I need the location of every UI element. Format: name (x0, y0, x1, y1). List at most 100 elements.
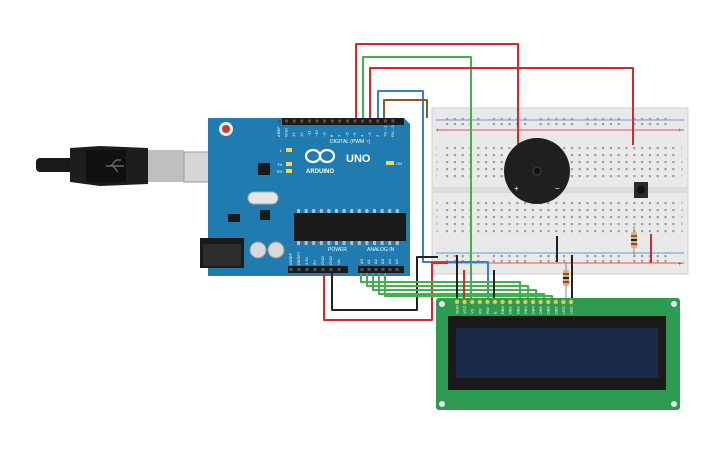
usb-icon (106, 159, 124, 173)
digital-pin-socket[interactable] (285, 119, 289, 123)
analog-pin-socket[interactable] (381, 268, 385, 271)
digital-pin-label: 13 (291, 132, 296, 137)
lcd-pin[interactable] (454, 299, 460, 305)
digital-pin-socket[interactable] (307, 119, 311, 123)
power-pin-socket[interactable] (321, 268, 325, 271)
digital-pin-socket[interactable] (383, 119, 387, 123)
power-pin-label: 3.3V (304, 256, 309, 265)
row-letter: a (436, 228, 439, 233)
digital-pin-socket[interactable] (376, 119, 380, 123)
digital-pin-label: ~5 (352, 132, 357, 137)
power-pin-socket[interactable] (337, 268, 341, 271)
buzzer-plus-label: + (514, 184, 519, 193)
row-letter: i (681, 152, 682, 157)
capacitor-2 (267, 241, 285, 259)
row-letter: g (436, 166, 438, 171)
row-letter: d (681, 207, 683, 212)
analog-pin-socket[interactable] (374, 268, 378, 271)
row-letter: f (436, 173, 438, 178)
usb-cable (36, 146, 231, 186)
lcd-pin-label: DB4 (531, 305, 536, 314)
lcd-pin-label: DB0 (500, 305, 505, 314)
row-letter: d (436, 207, 438, 212)
resistor-1 (631, 226, 637, 256)
wire-black-power (331, 256, 438, 311)
lcd-pin[interactable] (492, 299, 498, 305)
lcd-pin[interactable] (500, 299, 505, 305)
analog-pin-socket[interactable] (388, 268, 392, 271)
digital-pin-socket[interactable] (353, 119, 357, 123)
row-letter: b (681, 221, 684, 226)
lcd-pin[interactable] (485, 299, 490, 305)
analog-pin-socket[interactable] (367, 268, 371, 271)
lcd-pin[interactable] (553, 299, 558, 305)
digital-pin-socket[interactable] (323, 119, 327, 123)
wire-red-power (323, 262, 448, 321)
digital-pin-socket[interactable] (391, 119, 395, 123)
lcd-pin[interactable] (538, 299, 543, 305)
power-pin-socket[interactable] (297, 268, 301, 271)
lcd-pin[interactable] (546, 299, 551, 305)
power-pin-socket[interactable] (289, 268, 293, 271)
digital-pin-label: 12 (299, 132, 304, 137)
lcd-pin-label: DB7 (553, 305, 558, 314)
power-header-strip (288, 266, 348, 273)
lcd-pin[interactable] (515, 299, 520, 305)
lcd-pin-label: RS (477, 308, 482, 314)
digital-pin-socket[interactable] (277, 119, 281, 123)
power-pin-label: Vin (336, 259, 341, 265)
row-letter: j (680, 145, 682, 150)
digital-pin-socket[interactable] (315, 119, 319, 123)
power-pin-socket[interactable] (329, 268, 333, 271)
digital-pin-socket[interactable] (368, 119, 372, 123)
rail-plus-top-left: + (436, 128, 440, 134)
lcd-pin[interactable] (508, 299, 513, 305)
lcd-pin-label: LED (569, 306, 574, 314)
led-tx-label: TX (277, 162, 282, 167)
lcd-pin-label: DB5 (538, 305, 543, 314)
lcd-pin[interactable] (530, 299, 536, 305)
lcd-pin-label: E (493, 311, 498, 314)
lcd-pin[interactable] (523, 299, 528, 305)
small-chip (260, 210, 270, 220)
led-l-label: L (280, 148, 283, 153)
capacitor-1 (249, 241, 267, 259)
row-letter: c (681, 214, 683, 219)
lcd-pin[interactable] (477, 299, 482, 305)
row-letter: f (681, 173, 683, 178)
push-button[interactable] (634, 182, 648, 198)
power-pin-socket[interactable] (305, 268, 309, 271)
lcd-pin[interactable] (462, 299, 467, 305)
lcd-pin[interactable] (568, 299, 574, 305)
power-pin-label: RESET (296, 251, 301, 265)
digital-pin-socket[interactable] (361, 119, 365, 123)
row-letter: g (681, 166, 683, 171)
digital-pin-socket[interactable] (330, 119, 334, 123)
row-letter: j (435, 145, 437, 150)
piezo-buzzer[interactable]: + − (504, 138, 570, 204)
wire-blue-top (377, 90, 489, 300)
lcd-pin[interactable] (470, 299, 475, 305)
digital-pin-label: AREF (276, 126, 281, 137)
digital-pin-socket[interactable] (345, 119, 349, 123)
analog-header-label: ANALOG IN (367, 247, 395, 253)
power-pin-label: GND (320, 256, 325, 265)
led-on (386, 161, 394, 165)
led-rx (286, 169, 292, 173)
lcd-pin-label: DB3 (523, 305, 528, 314)
analog-pin-socket[interactable] (395, 268, 399, 271)
digital-pin-label: ~10 (314, 129, 319, 137)
digital-pin-socket[interactable] (300, 119, 304, 123)
digital-pin-socket[interactable] (338, 119, 342, 123)
analog-pin-socket[interactable] (360, 268, 364, 271)
led-l (286, 148, 292, 152)
power-pin-label: IOREF (288, 252, 293, 265)
lcd-screen (456, 328, 658, 378)
lcd-pin[interactable] (561, 299, 566, 305)
digital-pin-socket[interactable] (292, 119, 296, 123)
row-letter: e (681, 200, 684, 205)
power-pin-socket[interactable] (313, 268, 317, 271)
